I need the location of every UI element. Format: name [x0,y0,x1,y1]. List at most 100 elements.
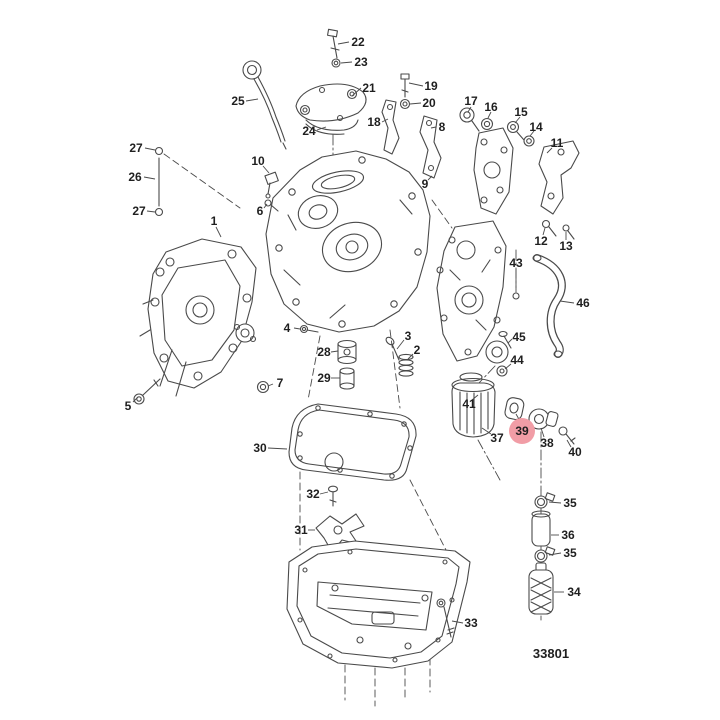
part-callout-32[interactable]: 32 [306,487,320,501]
part-callout-8[interactable]: 8 [439,120,446,134]
part-callout-29[interactable]: 29 [317,371,331,385]
part-callout-11[interactable]: 11 [551,136,564,150]
part-callout-36[interactable]: 36 [561,528,575,542]
right-bracket-cluster-drawing [459,107,580,240]
leader-line-2 [407,353,414,360]
part-callout-45[interactable]: 45 [512,330,526,344]
part-callout-24[interactable]: 24 [302,124,316,138]
timing-cover-drawing [436,220,520,362]
leader-line-5 [132,396,139,403]
part-callout-21[interactable]: 21 [362,81,376,95]
leader-line-44 [504,363,512,370]
part-callout-28[interactable]: 28 [317,345,331,359]
leader-line-21 [351,87,362,97]
leader-line-3 [396,339,405,350]
top-bracket-assembly-drawing [295,28,367,135]
fuel-filter-column-drawing [528,492,556,615]
gasket-drawing [288,403,417,507]
leader-line-45 [507,338,513,344]
leader-line-32 [319,491,329,495]
part-callout-4[interactable]: 4 [284,321,291,335]
exploded-parts-artwork [133,28,580,707]
part-callout-17[interactable]: 17 [464,94,478,108]
leader-line-9 [427,175,433,181]
leader-line-20 [409,102,422,105]
part-callout-3[interactable]: 3 [405,329,412,343]
leader-line-23 [340,61,353,64]
part-callout-41[interactable]: 41 [462,397,476,411]
leader-line-25 [245,98,259,102]
part-callout-10[interactable]: 10 [251,154,265,168]
part-callout-44[interactable]: 44 [510,353,524,367]
part-callout-12[interactable]: 12 [534,234,548,248]
leader-line-24 [316,126,327,131]
leader-line-26 [143,176,156,180]
part-callout-31[interactable]: 31 [294,523,308,537]
part-callout-19[interactable]: 19 [424,79,438,93]
leader-line-10 [262,165,270,174]
thermostat-parts-drawing [504,397,576,445]
highlight-circle-part-39[interactable] [509,418,535,444]
part-callout-39[interactable]: 39 [515,424,529,438]
part-callout-2[interactable]: 2 [414,343,421,357]
part-callout-33[interactable]: 33 [464,616,478,630]
crankcase-drawing [139,238,257,397]
leader-line-46 [559,300,575,304]
hose-drawing [532,254,566,358]
leader-line-28 [330,350,339,353]
part-callout-1[interactable]: 1 [211,214,218,228]
leader-line-33 [451,620,464,624]
part-callout-16[interactable]: 16 [484,100,498,114]
part-callout-14[interactable]: 14 [529,120,543,134]
leader-line-12 [542,227,546,236]
part-callout-34[interactable]: 34 [567,585,581,599]
part-callout-27[interactable]: 27 [129,141,143,155]
leader-line-4 [293,327,301,330]
bolt-and-bracket-drawing [381,73,411,155]
leader-line-14 [529,130,535,137]
part-callout-25[interactable]: 25 [231,94,245,108]
part-callout-23[interactable]: 23 [354,55,368,69]
part-callout-22[interactable]: 22 [351,35,365,49]
part-callout-18[interactable]: 18 [367,115,381,129]
part-callout-20[interactable]: 20 [422,96,436,110]
diagram-number: 33801 [533,646,569,661]
oil-filter-drawing [451,372,496,438]
part-callout-35[interactable]: 35 [563,546,577,560]
oil-pan-drawing [286,540,471,669]
leader-line-27 [144,147,156,151]
leader-line-27 [146,210,156,213]
leader-line-17 [467,106,472,113]
part-callout-9[interactable]: 9 [422,177,429,191]
part-callout-15[interactable]: 15 [514,105,528,119]
part-callout-43[interactable]: 43 [509,256,523,270]
part-callout-5[interactable]: 5 [125,399,132,413]
dipstick-drawing [242,60,287,150]
leader-line-38 [540,427,545,438]
part-callout-37[interactable]: 37 [490,431,504,445]
leader-line-30 [267,447,288,450]
leader-line-37 [481,427,492,435]
leader-line-1 [215,226,222,238]
leader-line-18 [381,118,389,123]
part-callout-26[interactable]: 26 [128,170,142,184]
leader-line-11 [546,147,553,154]
part-callout-7[interactable]: 7 [277,376,284,390]
part-callout-38[interactable]: 38 [540,436,554,450]
part-callout-6[interactable]: 6 [257,204,264,218]
leader-line-35 [548,501,562,504]
part-callout-27[interactable]: 27 [132,204,146,218]
part-callout-13[interactable]: 13 [559,239,573,253]
leader-line-19 [408,82,424,87]
part-callout-30[interactable]: 30 [253,441,267,455]
leader-line-8 [430,126,437,129]
engine-block-drawing [265,150,431,333]
part-callout-35[interactable]: 35 [563,496,577,510]
leader-line-7 [267,383,274,387]
part-callout-40[interactable]: 40 [568,445,582,459]
part-callout-46[interactable]: 46 [576,296,590,310]
leader-line-41 [471,394,479,401]
